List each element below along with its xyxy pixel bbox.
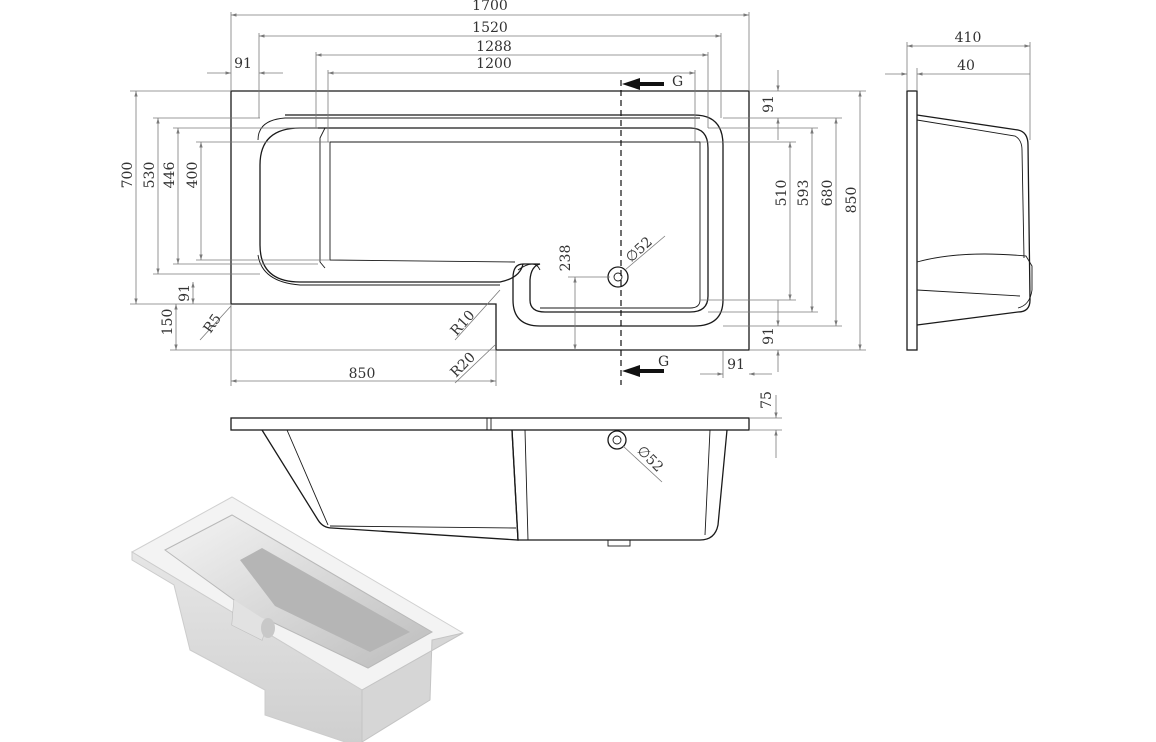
end-body-inner bbox=[916, 119, 1033, 309]
dim-height-446: 446 bbox=[162, 162, 178, 189]
plan-outer-outline bbox=[230, 90, 750, 351]
side-waste-inner-circle bbox=[612, 435, 622, 445]
dim-width-1200: 1200 bbox=[476, 56, 512, 72]
plan-basin-inner bbox=[257, 117, 700, 286]
plan-right-dimensions: 850 680 593 510 91 91 91 bbox=[700, 70, 866, 378]
end-body bbox=[916, 114, 1031, 326]
dim-height-400: 400 bbox=[185, 162, 201, 189]
side-view: 75 ∅52 bbox=[230, 391, 782, 547]
section-arrow-top bbox=[622, 78, 664, 90]
dim-height-680: 680 bbox=[820, 180, 836, 207]
dim-bottom-850: 850 bbox=[349, 366, 376, 382]
dim-rim-bottom-91-horizontal: 91 bbox=[727, 357, 745, 373]
render-step-curve bbox=[261, 618, 275, 638]
section-arrow-bottom bbox=[622, 365, 664, 377]
dim-end-410: 410 bbox=[955, 30, 982, 46]
dim-radius-r10: R10 bbox=[448, 307, 479, 339]
section-label-top: G bbox=[672, 74, 683, 90]
dim-left-offset-91: 91 bbox=[234, 56, 252, 72]
side-body-right-inner bbox=[524, 429, 711, 541]
dim-radius-r5: R5 bbox=[201, 311, 225, 336]
dim-height-593: 593 bbox=[796, 180, 812, 207]
render-basin-floor bbox=[240, 548, 410, 652]
dim-step-150: 150 bbox=[160, 309, 176, 336]
dim-width-1288: 1288 bbox=[476, 39, 512, 55]
end-view: 410 40 bbox=[885, 30, 1033, 351]
dim-end-40: 40 bbox=[957, 58, 975, 74]
plan-basin-floor bbox=[329, 141, 701, 309]
section-label-bottom: G bbox=[658, 354, 669, 370]
waste-inner-circle bbox=[613, 272, 623, 282]
l-shaped-bath-3d-render bbox=[130, 496, 465, 742]
dim-height-510: 510 bbox=[774, 180, 790, 207]
dim-waste-238: 238 bbox=[558, 245, 574, 272]
plan-bottom-dimensions: 850 R10 R20 238 ∅52 bbox=[230, 234, 666, 386]
side-waste-outer-circle bbox=[607, 430, 627, 450]
dim-height-530: 530 bbox=[142, 162, 158, 189]
end-rim bbox=[906, 90, 918, 351]
side-rim bbox=[230, 417, 750, 431]
dim-rim-top-91: 91 bbox=[761, 95, 777, 113]
side-body-left bbox=[261, 429, 519, 541]
dim-width-1700: 1700 bbox=[472, 0, 508, 14]
dim-rim-75: 75 bbox=[759, 391, 775, 409]
dim-rim-bottom-91-vertical: 91 bbox=[761, 327, 777, 345]
side-body-left-inner bbox=[286, 429, 517, 529]
dim-height-700: 700 bbox=[120, 162, 136, 189]
dim-radius-r20: R20 bbox=[447, 349, 478, 380]
dim-height-850: 850 bbox=[844, 187, 860, 214]
dim-step-91: 91 bbox=[177, 284, 193, 302]
plan-left-height-dimensions: 700 530 446 400 91 150 R5 bbox=[120, 90, 496, 351]
dim-width-1520: 1520 bbox=[472, 20, 508, 36]
render-right-face bbox=[361, 632, 464, 742]
plan-width-dimensions: 1700 1520 1288 1200 91 bbox=[207, 0, 750, 142]
render-step-seat bbox=[232, 600, 268, 640]
plan-basin-outline bbox=[259, 114, 724, 327]
plan-view: G G 1700 1520 1288 1200 91 bbox=[120, 0, 866, 386]
dim-waste-diameter: ∅52 bbox=[623, 234, 656, 266]
side-waste-outlet bbox=[607, 539, 631, 547]
side-body-right bbox=[511, 429, 728, 541]
